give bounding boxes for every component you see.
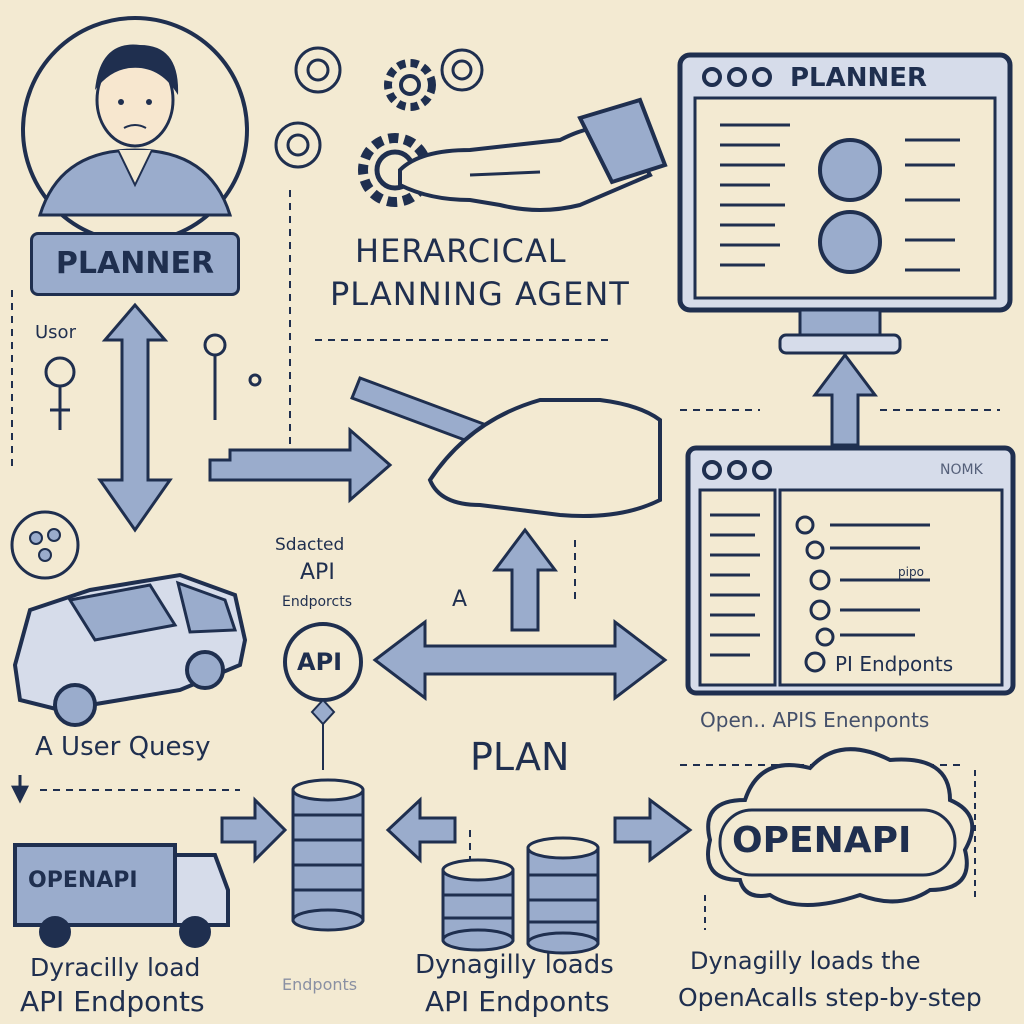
selected-api-line2: API — [300, 560, 335, 585]
footer-mid-line2: API Endponts — [425, 985, 610, 1018]
pin-icons — [44, 333, 262, 430]
endpoints-window — [685, 445, 1016, 696]
cloud-label: OPENAPI — [732, 820, 912, 861]
cloud-icon — [704, 747, 976, 930]
api-bubble-label: API — [297, 648, 343, 676]
truck-icon — [13, 843, 230, 948]
window-up-arrow — [812, 352, 878, 447]
up-arrow — [492, 527, 558, 632]
swirl-icons — [274, 46, 484, 169]
arrow-truck-to-db — [220, 796, 288, 864]
selected-api-line1: Sdacted — [275, 535, 345, 555]
api-plan-double-arrow — [372, 618, 668, 702]
window2-caption: Open.. APIS Enenponts — [700, 708, 930, 732]
user-label: Usor — [35, 322, 76, 343]
api-bubble — [283, 622, 363, 770]
plan-label: PLAN — [470, 735, 570, 779]
footer-mid-faint: Endponts — [282, 975, 358, 994]
footer-left-line2: API Endponts — [20, 985, 205, 1018]
agent-title-line2: PLANNING AGENT — [330, 275, 630, 313]
planner-user-double-arrow — [97, 302, 173, 533]
footer-right-line1: Dynagilly loads the — [690, 947, 921, 975]
dashed-guides — [11, 190, 1000, 860]
pointing-hand-icon — [398, 97, 668, 212]
database-icon — [291, 778, 365, 932]
footer-mid-line1: Dynagilly loads — [415, 950, 614, 980]
pipo-text: pipo — [898, 565, 924, 579]
planner-badge: PLANNER — [30, 232, 240, 296]
database-small-icon — [441, 836, 600, 955]
window2-title-right: NOMK — [940, 462, 983, 478]
planner-avatar — [21, 16, 249, 244]
arrow-to-agent — [208, 426, 393, 504]
footer-left-line1: Dyracilly load — [30, 953, 201, 982]
agent-title-line1: HERARCICAL — [355, 232, 567, 270]
selected-api-line3: Endporcts — [282, 594, 352, 610]
window2-endpoints: PI Endponts — [835, 652, 954, 676]
planner-window-title: PLANNER — [790, 63, 928, 93]
arrow-db-left — [385, 796, 457, 864]
arrow-to-cloud — [613, 797, 693, 863]
planner-monitor — [677, 52, 1013, 355]
pen-hand-icon — [350, 376, 662, 518]
truck-label: OPENAPI — [28, 868, 138, 893]
car-icon — [12, 572, 248, 727]
molecule-icon — [10, 510, 80, 580]
user-query-label: A User Quesy — [35, 732, 211, 762]
letter-a: A — [452, 587, 468, 612]
footer-right-line2: OpenAcalls step-by-step — [678, 983, 982, 1012]
